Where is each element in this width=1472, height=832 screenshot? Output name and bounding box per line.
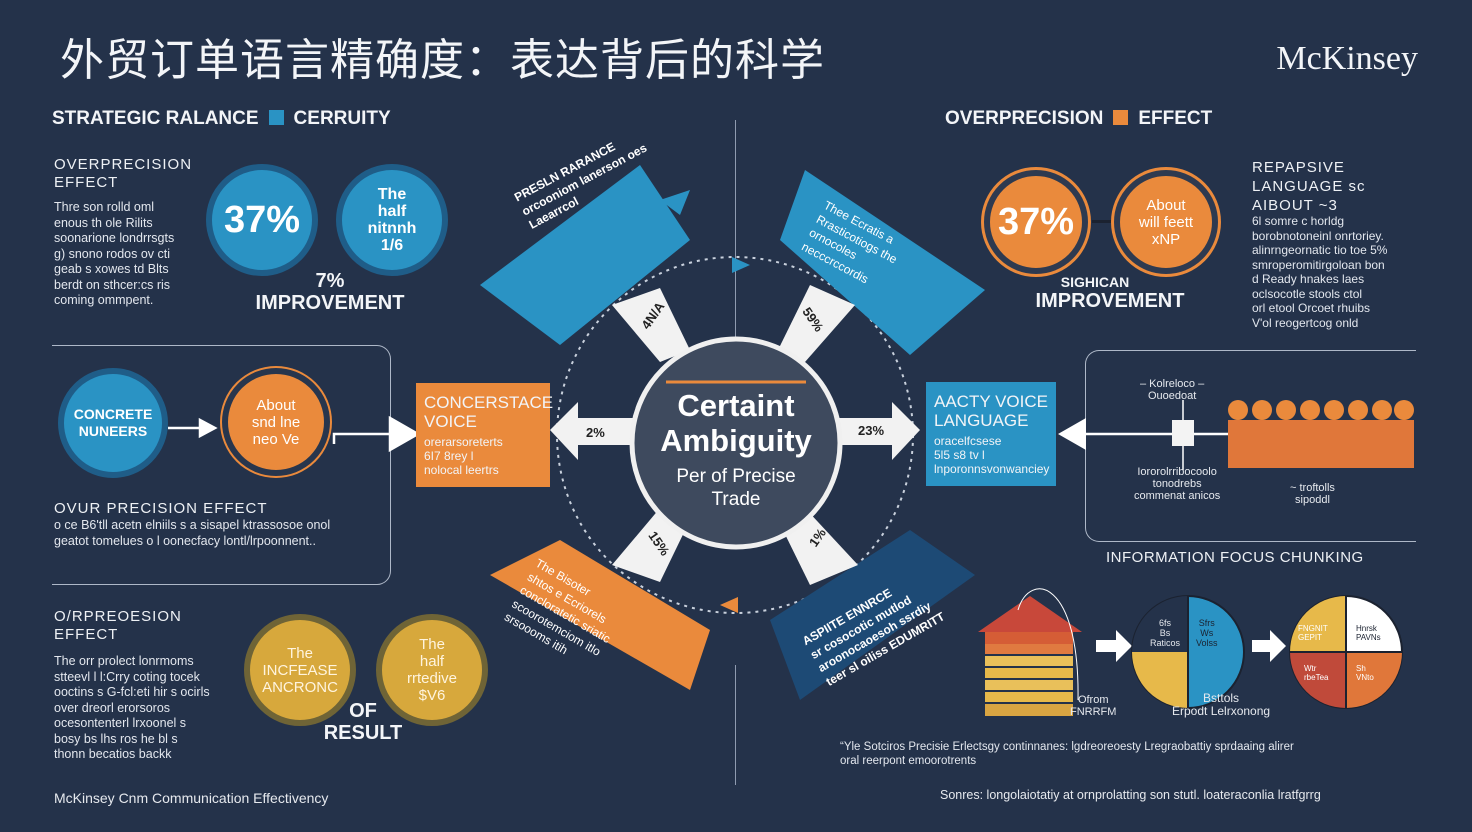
- concerstace-voice-box: CONCERSTACE VOICE orerarsoreterts 6I7 8r…: [416, 383, 554, 487]
- pie2-label: Sh VNto: [1356, 664, 1374, 682]
- left-section-header: STRATEGIC RALANCE CERRUITY: [52, 108, 391, 130]
- improvement-label-left: 7% IMPROVEMENT: [255, 270, 405, 314]
- about-circle-orange: About snd lne neo Ve: [222, 368, 330, 476]
- pie-chart-quadrants: [1289, 595, 1403, 709]
- petal-tip-icon: [660, 190, 690, 215]
- left-header-text-b: CERRUITY: [293, 108, 391, 129]
- significant-label: SIGHICAN: [1060, 274, 1130, 290]
- concrete-numbers-text: CONCRETE NUNEERS: [73, 406, 153, 439]
- node-square: [1172, 420, 1194, 446]
- quote-text: “Yle Sotciros Precisie Erlectsgy continn…: [840, 741, 1294, 767]
- pie2-label: FNGNIT GEPIT: [1298, 624, 1328, 642]
- left-mid-label: OVUR PRECISION EFFECT: [54, 500, 268, 517]
- stacked-layers-icon: [978, 596, 1082, 716]
- petal-top-left: [480, 165, 690, 345]
- pie2-label: Hnrsk PAVNs: [1356, 624, 1381, 642]
- spoke-label: 2%: [586, 425, 605, 440]
- orange-legend-square-icon: [1113, 110, 1129, 125]
- stat-value: 37%: [997, 200, 1075, 243]
- callout-top: – Kolreloco – Ouoedoat: [1140, 378, 1205, 402]
- center-title: Certaint Ambiguity: [660, 388, 812, 458]
- stat-value: 37%: [223, 198, 301, 241]
- center-hub: [629, 336, 843, 550]
- spoke-arrow-right-icon: [838, 402, 920, 460]
- footer-right: Sonres: longolaiotatiy at ornprolatting …: [940, 788, 1321, 802]
- spoke-label: 23%: [858, 423, 885, 438]
- right-header-text-b: EFFECT: [1138, 108, 1213, 129]
- arrow-icon: [168, 415, 421, 453]
- brand-logo: McKinsey: [1276, 40, 1418, 77]
- increase-circle-gold: The INCFEASE ANCRONC: [244, 614, 356, 726]
- stat-circle-half-blue: The half nitnnh 1/6: [336, 164, 448, 276]
- half-circle-gold: The half rrtedive $V6: [376, 614, 488, 726]
- blue-legend-square-icon: [268, 110, 284, 125]
- right-top-body: 6l somre c horldg borobnotoneinl onrtori…: [1252, 214, 1388, 330]
- increase-circle-text: The INCFEASE ANCRONC: [262, 644, 338, 696]
- stat-circle-37-orange: 37%: [984, 170, 1088, 274]
- about-circle-text: About will feett xNP: [1138, 196, 1194, 248]
- spoke-arrow-top-left-icon: [612, 288, 690, 362]
- divider-top: [735, 120, 736, 350]
- box-title: AACTY VOICE LANGUAGE: [934, 392, 1048, 430]
- right-top-label: REPAPSIVE LANGUAGE sc AIBOUT ~3: [1252, 159, 1366, 214]
- left-bottom-label: O/RPREOESION EFFECT: [54, 608, 182, 643]
- spoke-arrow-top-right-icon: [778, 285, 855, 362]
- divider-bottom: [735, 665, 736, 785]
- pie1-label: 6fs Bs Raticos: [1150, 618, 1181, 648]
- right-section-header: OVERPRECISION EFFECT: [945, 108, 1212, 130]
- circle-connector: [1092, 220, 1118, 223]
- stat-circle-text: The half nitnnh 1/6: [367, 186, 417, 254]
- about-circle-text: About snd lne neo Ve: [251, 396, 301, 448]
- box-body: orerarsoreterts 6I7 8rey l nolocal leert…: [424, 435, 503, 477]
- left-top-body: Thre son rolld oml enous th ole Rilits s…: [54, 200, 175, 307]
- petal-bottom-left: [490, 540, 710, 690]
- right-header-text-a: OVERPRECISION: [945, 108, 1104, 129]
- left-header-text-a: STRATEGIC RALANCE: [52, 108, 259, 129]
- ring-arrow-bottom-icon: [720, 597, 738, 613]
- pie1-label: Sfrs Ws Volss: [1196, 618, 1218, 648]
- left-bottom-body: The orr prolect lonrmoms stteevl l l:Crr…: [54, 654, 210, 761]
- left-top-label: OVERPRECISION EFFECT: [54, 156, 193, 191]
- stack-label: Ofrom FNRRFM: [1070, 694, 1117, 718]
- improvement-label-right: IMPROVEMENT: [1035, 290, 1185, 312]
- box-title: CONCERSTACE VOICE: [424, 393, 554, 431]
- concrete-numbers-circle: CONCRETE NUNEERS: [58, 368, 168, 478]
- information-focus-heading: INFORMATION FOCUS CHUNKING: [1106, 549, 1364, 566]
- page-title: 外贸订单语言精确度：表达背后的科学: [60, 35, 825, 86]
- box-body: oracelfcsese 5l5 s8 tv l lnporonnsvonwan…: [934, 434, 1050, 476]
- left-mid-body: o ce B6'tll acetn elniils s a sisapel kt…: [54, 518, 331, 548]
- arrow-left-icon: [1058, 418, 1086, 450]
- arrow-right-icon: [1096, 630, 1286, 662]
- active-voice-box: AACTY VOICE LANGUAGE oracelfcsese 5l5 s8…: [926, 382, 1056, 486]
- ring-arrow-top-icon: [732, 257, 750, 273]
- center-subtitle: Per of Precise Trade: [676, 466, 796, 510]
- petal-bottom-right: [770, 530, 975, 700]
- callout-bottom: Iororolrribocoolo tonodrebs commenat ani…: [1134, 466, 1221, 502]
- spoke-arrow-left-icon: [550, 402, 640, 460]
- result-label: OF RESULT: [323, 700, 403, 744]
- petal-top-right: [780, 170, 985, 355]
- about-circle-orange-right: About will feett xNP: [1114, 170, 1218, 274]
- pie1-caption: Bsttols Erpodt Lelrxonong: [1172, 691, 1271, 718]
- stat-circle-37-blue: 37%: [206, 164, 318, 276]
- pie2-label: Wtr rbeTea: [1304, 664, 1329, 682]
- left-mid-panel: [52, 345, 391, 585]
- people-group-icon: [1228, 400, 1414, 468]
- half-circle-text: The half rrtedive $V6: [406, 636, 458, 704]
- callout-right: ~ troftolls sipoddl: [1290, 482, 1335, 506]
- footer-left: McKinsey Cnm Communication Effectivency: [54, 790, 329, 806]
- pie-chart-split: [1131, 595, 1245, 709]
